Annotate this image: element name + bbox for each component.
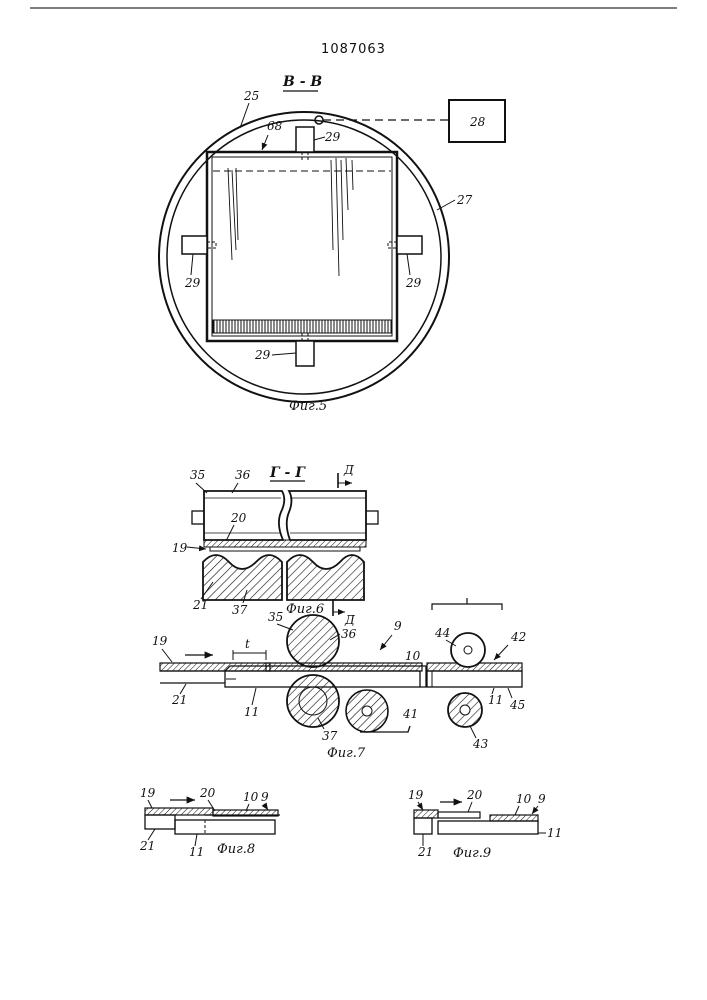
fig9-foil-19 [414, 810, 438, 818]
fig9-strip-20 [438, 812, 480, 818]
fig7-label-43: 43 [472, 737, 489, 751]
fig8-label-10: 10 [243, 790, 259, 804]
fig9-label-11: 11 [547, 826, 562, 840]
fig7-label-11: 11 [244, 705, 259, 719]
fig7-roller-36 [287, 615, 339, 667]
fig8-foil-19 [145, 808, 213, 815]
fig9-label-21: 21 [417, 845, 433, 859]
figure-9: 19 20 10 9 11 21 Фиг.9 [408, 788, 562, 861]
fig7-roller-44 [451, 633, 485, 667]
profiled-base-21-left [203, 555, 282, 600]
fig9-layer-10 [490, 815, 538, 821]
fig9-label-10: 10 [516, 792, 532, 806]
foil-layer-20 [204, 540, 366, 547]
label-29-top: 29 [324, 130, 341, 144]
fig7-label-45: 45 [509, 698, 525, 712]
fig6-label-21: 21 [192, 598, 208, 612]
fig8-label-21: 21 [139, 839, 155, 853]
fig8-carrier-11 [175, 820, 275, 834]
fig9-base-21 [414, 818, 432, 834]
fig7-label-35: 35 [268, 610, 283, 624]
fig7-label-10: 10 [405, 649, 421, 663]
fig6-label-19: 19 [172, 541, 188, 555]
fig9-label-20: 20 [466, 788, 483, 802]
figure-5: В - В [159, 74, 505, 414]
fig8-label-9: 9 [261, 790, 269, 804]
fig7-label-11-right: 11 [488, 693, 503, 707]
label-27: 27 [456, 193, 473, 207]
figure-7: Д 19 t [152, 598, 526, 761]
label-68: 68 [267, 119, 283, 133]
fig9-label-19: 19 [408, 788, 424, 802]
fig6-section-label: Г - Г [269, 465, 306, 481]
frame-inner [212, 157, 392, 336]
label-29-left: 29 [184, 276, 201, 290]
fig7-caption: Фиг.7 [327, 746, 366, 761]
fig7-label-42: 42 [510, 630, 526, 644]
figure-6: Г - Г Д 35 36 20 19 21 [172, 463, 378, 617]
bottom-grid-strip [213, 320, 391, 333]
fig7-section-bracket [432, 604, 502, 610]
fig9-carrier-11 [438, 821, 538, 834]
fig9-caption: Фиг.9 [453, 846, 491, 861]
fig7-roller-37 [287, 675, 339, 727]
fig5-caption: Фиг.5 [289, 399, 327, 414]
fig7-foil-19 [160, 663, 270, 671]
label-25: 25 [243, 89, 259, 103]
fig8-label-11: 11 [189, 845, 204, 859]
fig5-section-label: В - В [282, 74, 322, 90]
fig7-label-t: t [245, 637, 250, 651]
fig6-label-35: 35 [190, 468, 205, 482]
fig8-caption: Фиг.8 [217, 842, 255, 857]
stalactite-marks [228, 158, 353, 276]
fig7-cut-mark: Д [344, 613, 355, 627]
fig8-label-19: 19 [140, 786, 156, 800]
label-28: 28 [469, 115, 486, 129]
fig6-label-37: 37 [232, 603, 248, 617]
fig7-label-37: 37 [322, 729, 338, 743]
profiled-base-21-right [287, 555, 364, 600]
fig6-label-36: 36 [235, 468, 251, 482]
fig9-label-9: 9 [538, 792, 546, 806]
fig8-base-21 [145, 815, 175, 829]
fig7-label-9: 9 [394, 619, 402, 633]
fig7-label-41: 41 [402, 707, 418, 721]
label-29-right: 29 [405, 276, 422, 290]
fig7-layer-10 [266, 663, 422, 671]
label-29-bottom: 29 [254, 348, 271, 362]
fig7-label-36: 36 [341, 627, 357, 641]
fig8-label-20: 20 [199, 786, 216, 800]
fig7-label-21: 21 [171, 693, 187, 707]
fig6-label-20: 20 [230, 511, 247, 525]
fig7-carrier-11-right [427, 671, 522, 687]
fig7-label-44: 44 [434, 626, 450, 640]
fig7-label-19: 19 [152, 634, 168, 648]
fig6-cut-mark-top: Д [343, 463, 354, 477]
figure-8: 19 20 10 9 21 11 Фиг.8 [139, 786, 280, 859]
